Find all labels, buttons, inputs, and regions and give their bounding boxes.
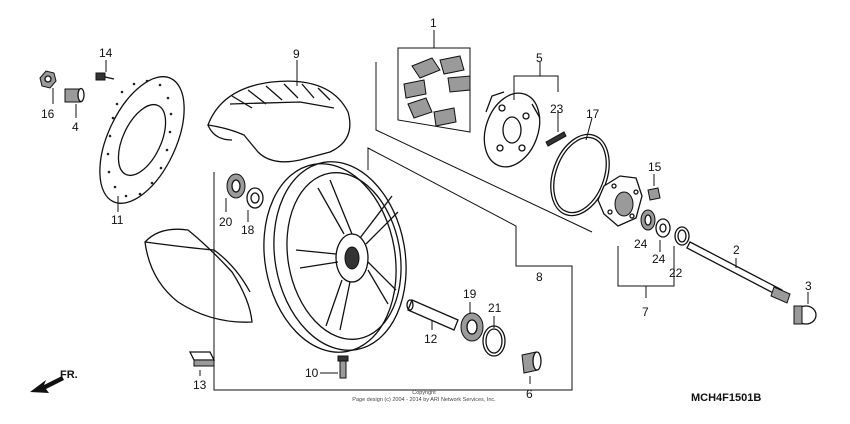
side-collar[interactable] [521,351,542,374]
part-label-16[interactable]: 16 [41,107,55,121]
copyright-line-2: Page design (c) 2004 - 2014 by ARI Netwo… [352,397,496,403]
front-direction-arrow: FR. [30,369,78,393]
disc-bolt[interactable] [95,72,115,81]
bearing-20[interactable] [226,173,246,199]
diagram-code: MCH4F1501B [691,392,761,404]
brake-disc[interactable] [82,64,201,216]
part-label-22[interactable]: 22 [669,266,683,280]
balance-weight[interactable] [188,351,216,367]
part-label-5[interactable]: 5 [536,51,543,65]
part-label-6[interactable]: 6 [526,387,533,401]
part-label-24b[interactable]: 24 [652,252,666,266]
part-label-18[interactable]: 18 [241,223,255,237]
part-label-20[interactable]: 20 [219,215,233,229]
axle-nut[interactable] [793,305,817,325]
direction-label: FR. [60,369,78,381]
part-label-9[interactable]: 9 [293,47,300,61]
part-label-8[interactable]: 8 [536,270,543,284]
rear-axle[interactable] [686,241,791,304]
valve[interactable] [337,355,349,379]
bearing-18[interactable] [246,187,264,209]
circlip[interactable] [540,126,619,223]
distance-collar[interactable] [406,299,459,331]
stud-bolt[interactable] [545,131,567,147]
part-label-15[interactable]: 15 [648,160,662,174]
seal-22[interactable] [674,226,690,246]
wheel-nut[interactable] [39,70,57,89]
collar[interactable] [64,87,85,103]
part-label-12[interactable]: 12 [424,332,438,346]
part-label-3[interactable]: 3 [805,279,812,293]
part-label-14[interactable]: 14 [99,46,113,60]
part-label-19[interactable]: 19 [463,287,477,301]
mudguard[interactable] [144,228,253,323]
bearing-24a[interactable] [640,209,656,231]
part-label-11[interactable]: 11 [111,213,124,227]
part-label-24a[interactable]: 24 [634,237,648,251]
part-label-2[interactable]: 2 [733,243,740,257]
part-label-21[interactable]: 21 [488,301,502,315]
damper-rubbers[interactable] [403,55,471,127]
part-label-10[interactable]: 10 [305,366,319,380]
part-label-7[interactable]: 7 [642,305,649,319]
rear-wheel[interactable] [249,151,420,363]
tire[interactable] [207,80,351,163]
part-label-13[interactable]: 13 [193,378,207,392]
oil-seal[interactable] [482,325,506,357]
driven-flange[interactable] [475,85,550,174]
copyright-line-1: Copyright [412,390,436,396]
part-label-17[interactable]: 17 [586,107,600,121]
bearing-19[interactable] [460,312,484,342]
flange-bolt[interactable] [647,187,661,201]
final-driven-flange[interactable] [597,175,643,227]
part-label-23[interactable]: 23 [550,102,564,116]
bearing-24b[interactable] [655,218,671,238]
part-label-4[interactable]: 4 [72,120,79,134]
part-label-1[interactable]: 1 [430,16,437,30]
